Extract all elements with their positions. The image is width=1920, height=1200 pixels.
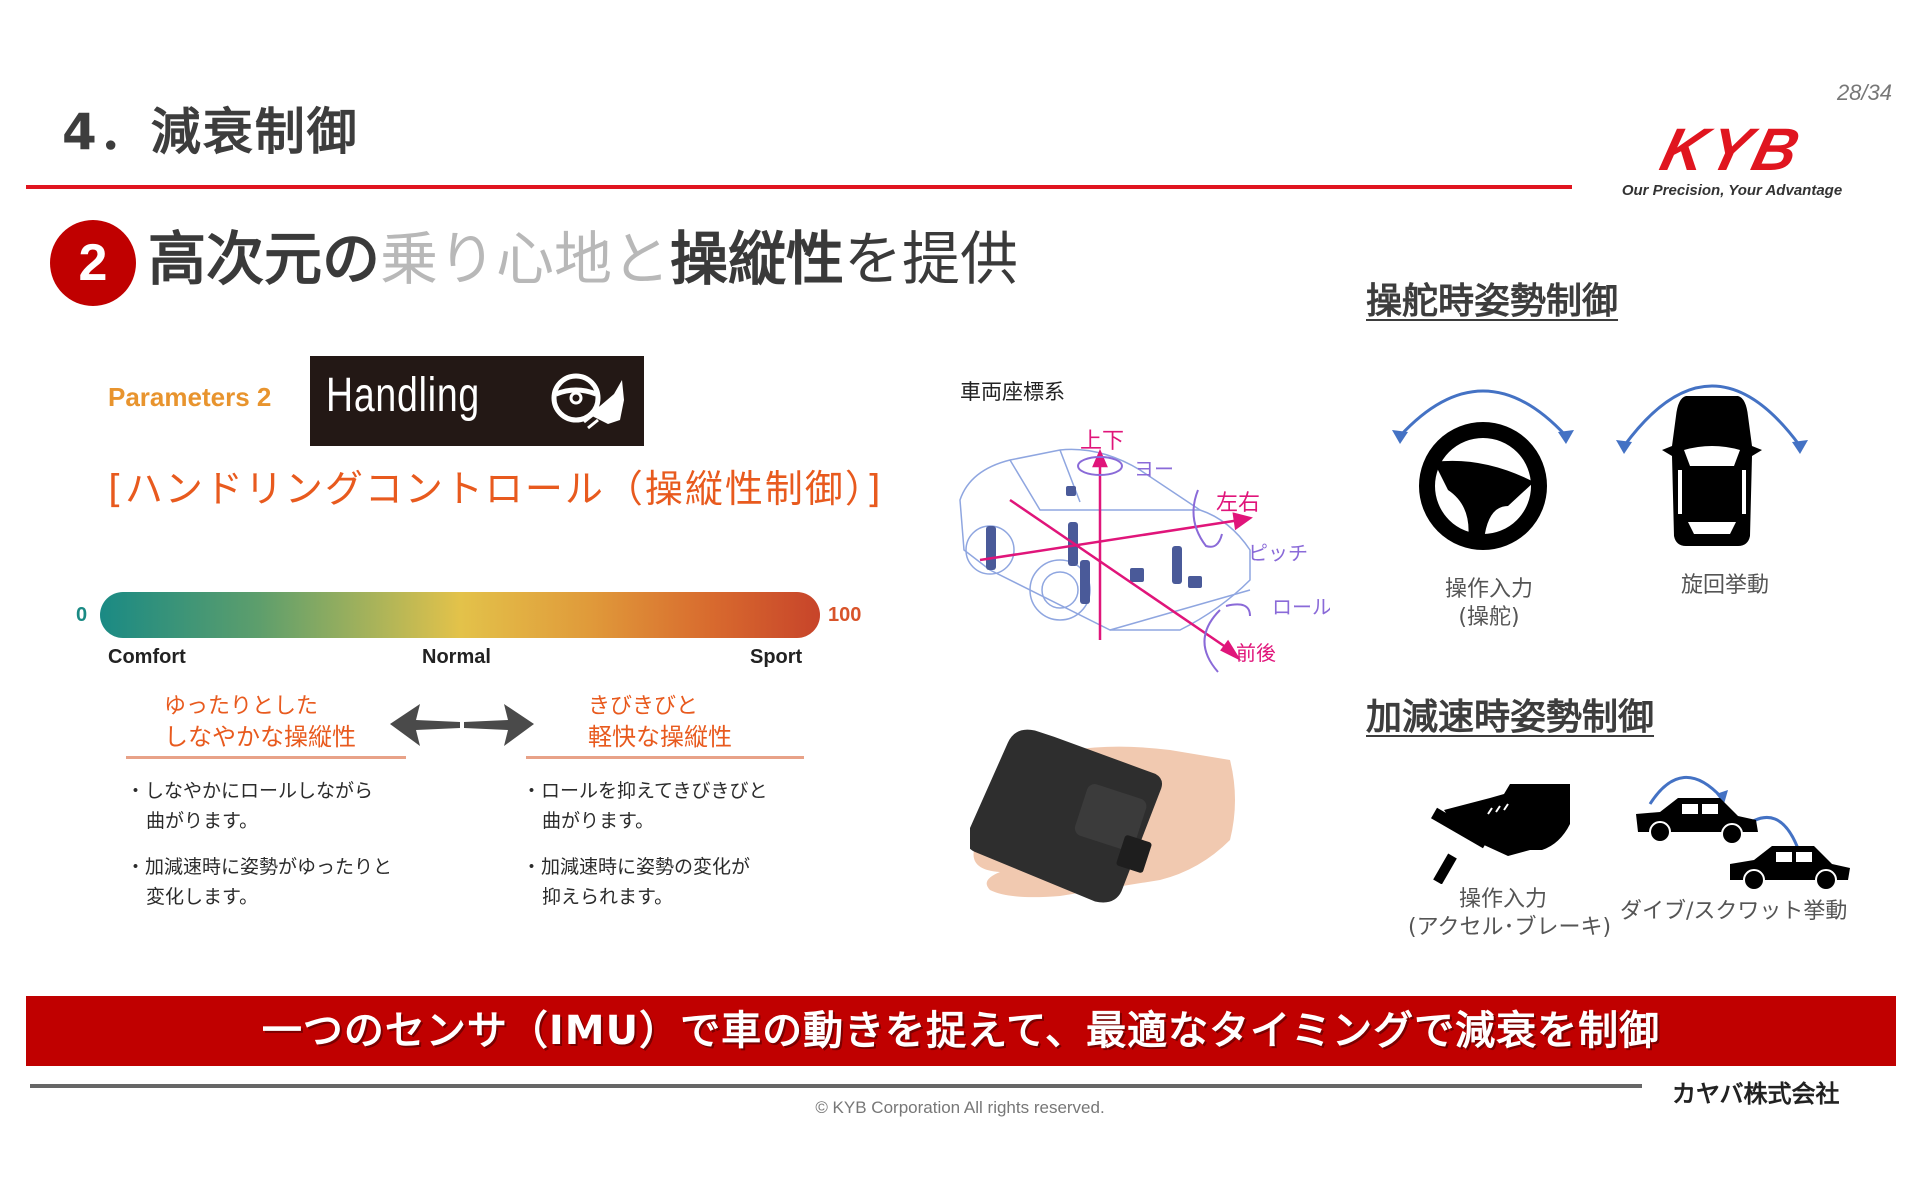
caption-line: 操作入力 <box>1458 887 1547 912</box>
coordinate-system-title: 車両座標系 <box>960 380 1065 404</box>
sport-bullet: ・ロールを抑えてきびきびと 曲がります。 <box>522 776 767 836</box>
axis-label-longitudinal: 前後 <box>1236 641 1276 665</box>
steering-control-title: 操舵時姿勢制御 <box>1366 281 1619 322</box>
kyb-logo: KYB Our Precision, Your Advantage <box>1612 116 1852 199</box>
imu-sensor-photo <box>970 729 1235 903</box>
scale-max: 100 <box>828 604 862 626</box>
sport-heading-line2: 軽快な操縦性 <box>588 723 732 751</box>
comfort-heading-line2: しなやかな操縦性 <box>164 723 356 751</box>
page-number: 28/34 <box>1836 80 1892 105</box>
scale-label-normal: Normal <box>422 646 491 668</box>
bidirectional-arrows-icon <box>390 704 534 746</box>
bullet-line: 変化します。 <box>146 886 259 908</box>
subtitle-part: 高次元の <box>148 225 381 293</box>
subtitle-part: 乗り心地と <box>380 225 671 293</box>
sport-heading: きびきびと 軽快な操縦性 <box>588 692 732 752</box>
steering-hand-icon <box>551 373 624 430</box>
logo-tagline: Our Precision, Your Advantage <box>1621 182 1843 199</box>
sport-heading-line1: きびきびと <box>588 694 699 719</box>
footer-divider <box>30 1084 1642 1088</box>
scale-label-sport: Sport <box>750 646 803 668</box>
pedal-foot-icon <box>1431 784 1570 884</box>
key-message-banner: 一つのセンサ（IMU）で車の動きを捉えて、最適なタイミングで減衰を制御 <box>26 996 1896 1066</box>
axis-label-vertical: 上下 <box>1080 429 1124 454</box>
dive-squat-caption: ダイブ/スクワット挙動 <box>1620 899 1848 924</box>
comfort-heading-line1: ゆったりとした <box>164 694 319 719</box>
step-badge: 2 <box>50 220 136 306</box>
logo-wordmark: KYB <box>1654 116 1810 183</box>
sport-bullet: ・加減速時に姿勢の変化が 抑えられます。 <box>522 852 750 912</box>
comfort-bullet: ・加減速時に姿勢がゆったりと 変化します。 <box>126 852 392 912</box>
axis-label-pitch: ピッチ <box>1248 541 1308 565</box>
subtitle-part: 操縦性 <box>670 225 845 293</box>
header-divider <box>26 185 1572 189</box>
caption-line: (アクセル･ブレーキ) <box>1408 915 1612 940</box>
pedal-input-caption: 操作入力 (アクセル･ブレーキ) <box>1408 886 1612 942</box>
parameters-label: Parameters 2 <box>108 382 272 412</box>
scale-label-comfort: Comfort <box>108 646 186 668</box>
slide-subtitle: 高次元の乗り心地と操縦性を提供 <box>148 222 1018 296</box>
bullet-line: ・ロールを抑えてきびきびと <box>522 780 768 802</box>
handling-control-heading: [ハンドリングコントロール（操縦性制御）] <box>108 467 883 511</box>
copyright-notice: © KYB Corporation All rights reserved. <box>815 1098 1105 1117</box>
cornering-behavior-caption: 旋回挙動 <box>1680 573 1769 598</box>
comfort-underline <box>126 756 406 759</box>
axis-label-yaw: ヨー <box>1134 457 1174 481</box>
car-top-view-icon <box>1616 384 1808 546</box>
sport-underline <box>526 756 804 759</box>
scale-min: 0 <box>76 604 88 626</box>
caption-line: (操舵) <box>1458 605 1520 630</box>
comfort-bullet: ・しなやかにロールしながら 曲がります。 <box>126 776 373 836</box>
axis-label-roll: ロール <box>1272 595 1330 619</box>
bullet-line: 抑えられます。 <box>542 886 674 908</box>
section-title: 4．減衰制御 <box>62 103 359 161</box>
axis-label-lateral: 左右 <box>1216 491 1260 516</box>
subtitle-part: を提供 <box>844 225 1019 293</box>
bullet-line: 曲がります。 <box>542 810 655 832</box>
bullet-line: ・加減速時に姿勢がゆったりと <box>126 856 393 878</box>
accel-control-title: 加減速時姿勢制御 <box>1366 697 1655 738</box>
steering-wheel-icon <box>1392 389 1574 550</box>
dive-squat-cars-icon <box>1636 775 1850 890</box>
banner-text: 一つのセンサ（IMU）で車の動きを捉えて、最適なタイミングで減衰を制御 <box>261 1008 1661 1054</box>
handling-label: Handling <box>326 369 481 422</box>
comfort-heading: ゆったりとした しなやかな操縦性 <box>164 692 356 752</box>
vehicle-coordinate-diagram: 上下 ヨー 左右 ピッチ ロール 前後 <box>959 429 1330 673</box>
bullet-line: ・加減速時に姿勢の変化が <box>522 856 751 878</box>
steering-input-caption: 操作入力 (操舵) <box>1404 576 1574 632</box>
company-name: カヤバ株式会社 <box>1672 1080 1840 1108</box>
bullet-line: ・しなやかにロールしながら <box>126 780 374 802</box>
handling-mode-box: Handling <box>310 356 644 446</box>
bullet-line: 曲がります。 <box>146 810 259 832</box>
comfort-sport-scale <box>100 592 820 638</box>
caption-line: 操作入力 <box>1444 577 1533 602</box>
